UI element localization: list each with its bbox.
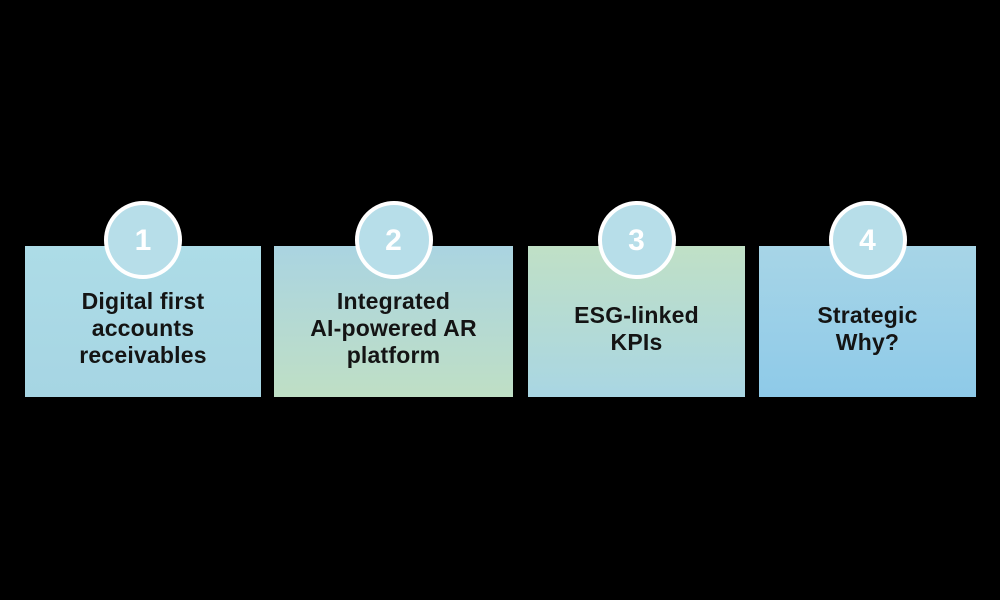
card-title-line: Strategic (817, 301, 918, 328)
card-title-line: receivables (79, 342, 207, 368)
card-title-line: platform (346, 342, 441, 368)
card-title: Digital first accounts receivables (79, 288, 207, 369)
card-title-line: accounts (91, 315, 195, 341)
step-number-badge-2: 2 (354, 201, 433, 279)
card-title-line: Digital first (81, 288, 205, 314)
step-number-3: 3 (628, 224, 645, 257)
step-number-badge-4: 4 (828, 201, 907, 279)
step-number-2: 2 (385, 224, 402, 257)
card-title: Strategic Why? (817, 302, 917, 356)
card-title: Integrated AI-powered AR platform (310, 288, 477, 369)
step-card-digital-first-accounts-receivables: 1 Digital first accounts receivables (25, 201, 261, 397)
step-number-4: 4 (859, 224, 876, 257)
step-card-esg-linked-kpis: 3 ESG-linked KPIs (528, 201, 745, 397)
card-title-line: Integrated (336, 288, 451, 314)
step-number-badge-1: 1 (104, 201, 182, 279)
step-card-integrated-ai-powered-ar-platform: 2 Integrated AI-powered AR platform (274, 201, 513, 397)
step-number-1: 1 (134, 224, 152, 257)
card-title-line: Why? (835, 328, 900, 355)
card-title-line: AI-powered AR (310, 315, 477, 341)
card-title: ESG-linked KPIs (574, 302, 699, 356)
card-title-line: KPIs (610, 328, 663, 355)
step-card-strategic-why: 4 Strategic Why? (759, 201, 976, 397)
step-number-badge-3: 3 (597, 201, 676, 279)
card-title-line: ESG-linked (574, 301, 699, 328)
